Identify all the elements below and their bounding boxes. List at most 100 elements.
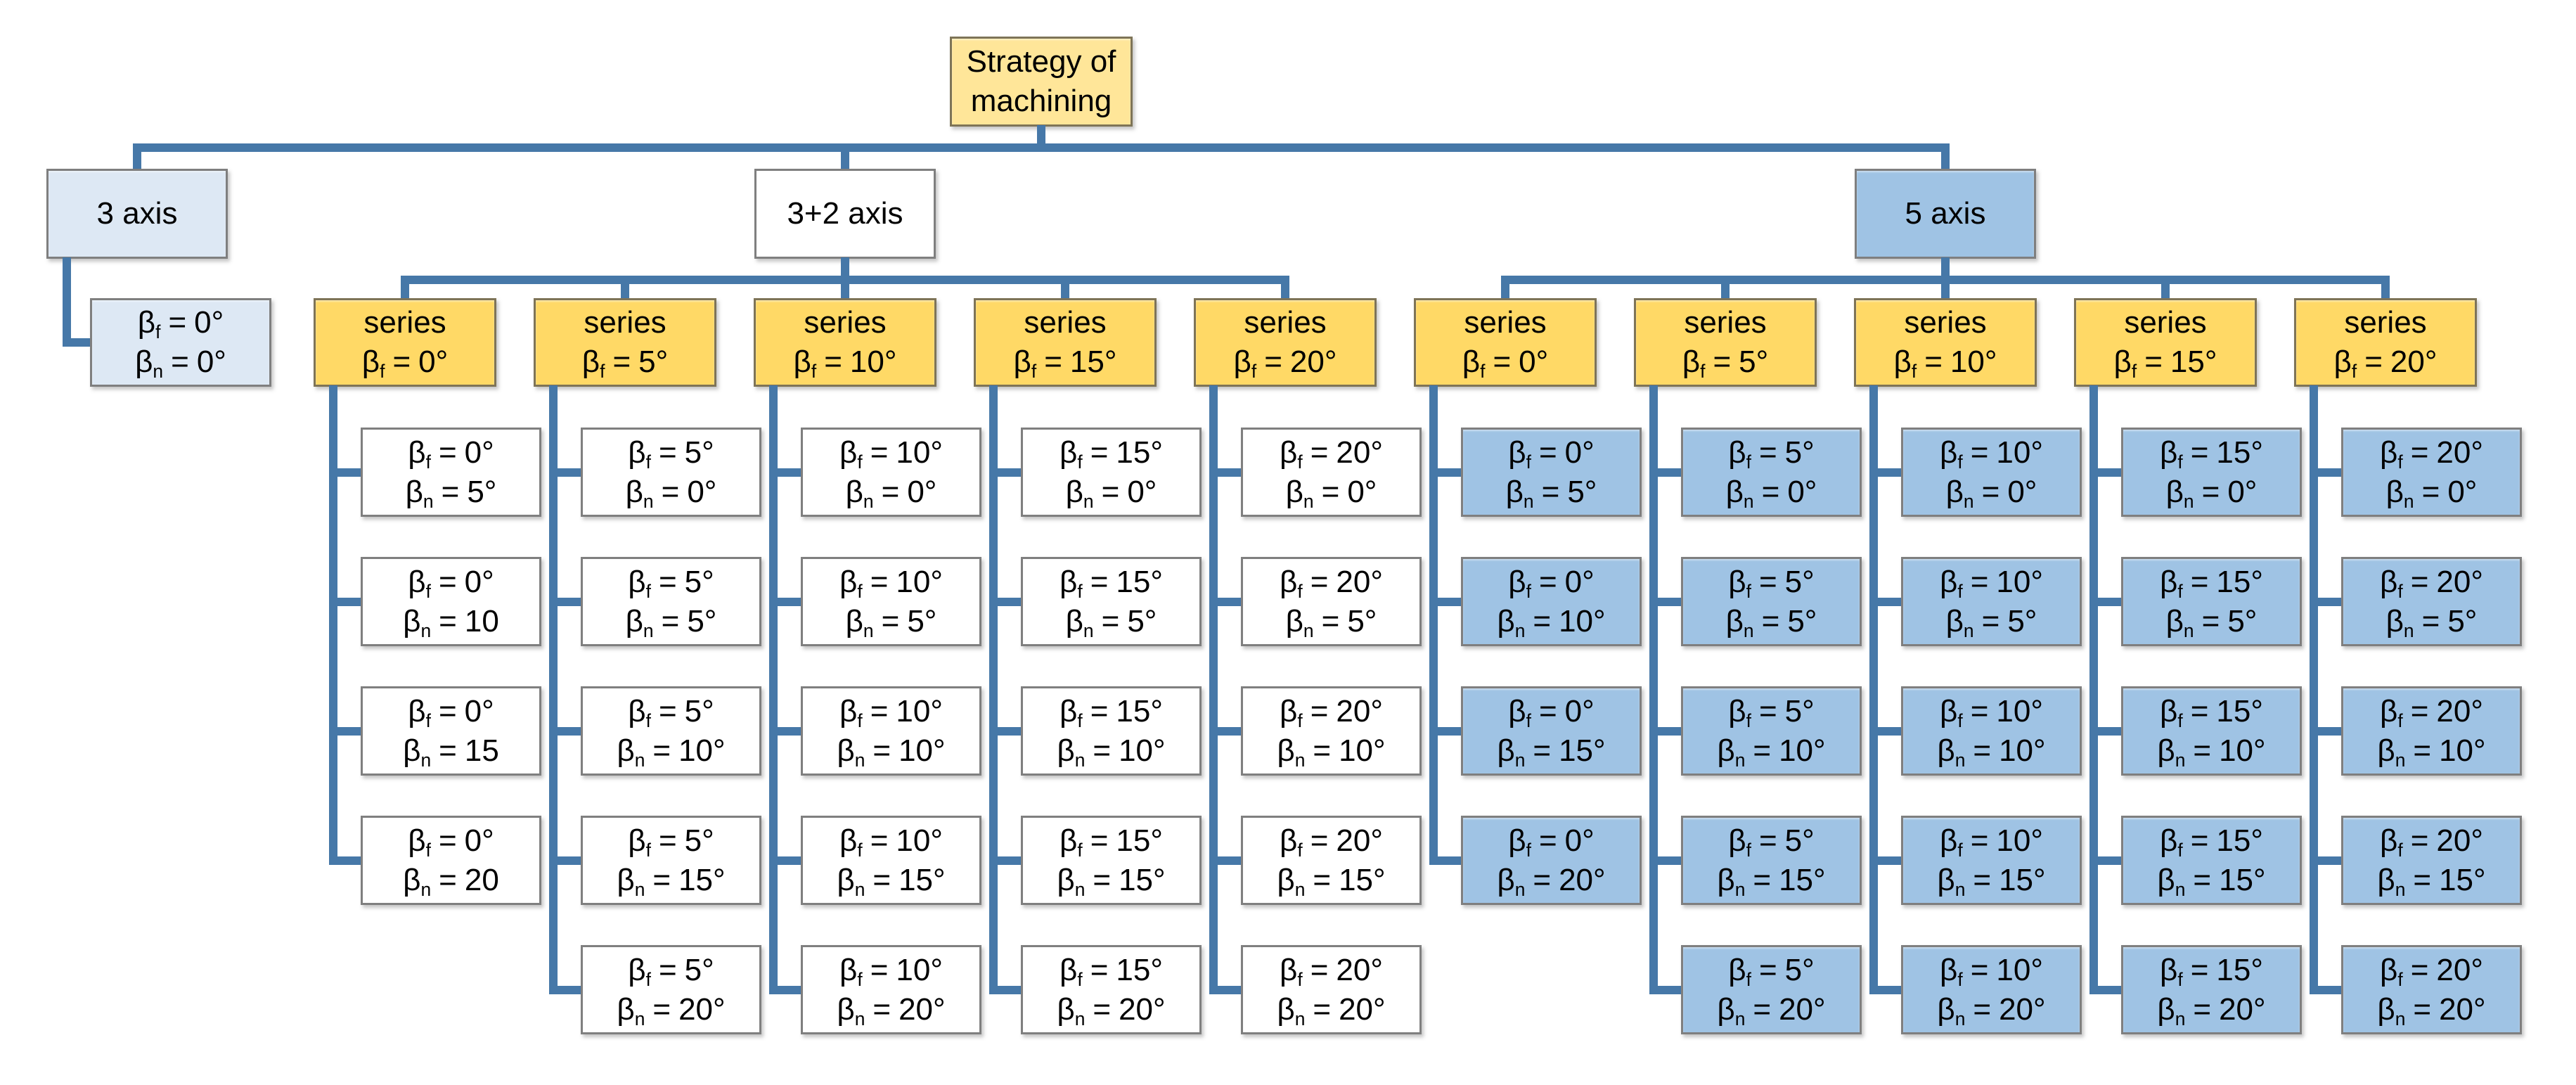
subscript-n: n (1074, 878, 1086, 900)
subscript-f: f (1251, 360, 1257, 382)
child-box-g2-c5-r1: βf=20°βn=0° (2341, 428, 2522, 517)
angle-value: 5° (467, 474, 497, 509)
angle-value: 0° (1127, 474, 1157, 509)
equals-sign: = (881, 474, 900, 509)
beta-symbol: β (1280, 564, 1298, 599)
beta-line: βf=15° (1060, 951, 1163, 990)
beta-line: βf=20° (1234, 342, 1337, 382)
connector-column-vertical-g1-c3 (769, 385, 778, 994)
angle-value: 20° (1779, 991, 1826, 1027)
equals-sign: = (872, 991, 891, 1027)
beta-symbol: β (839, 693, 858, 728)
connector-drop-3plus2axis (841, 149, 849, 172)
child-box-g2-c4-r4: βf=15°βn=15° (2121, 816, 2302, 905)
node-3plus2-axis: 3+2 axis (754, 169, 936, 259)
beta-symbol: β (1277, 862, 1295, 897)
angle-value: 20° (678, 991, 726, 1027)
beta-symbol: β (839, 952, 858, 987)
subscript-n: n (643, 619, 654, 641)
equals-sign: = (1533, 733, 1552, 768)
angle-value: 10° (1119, 733, 1166, 768)
angle-value: 15° (2216, 435, 2263, 470)
beta-line: βn=20° (2377, 990, 2485, 1029)
equals-sign: = (881, 603, 900, 638)
beta-line: βf=10° (1940, 563, 2043, 602)
subscript-n: n (2175, 749, 2186, 771)
angle-value: 15° (1999, 862, 2046, 897)
beta-symbol: β (361, 345, 380, 379)
beta-symbol: β (1065, 474, 1083, 509)
angle-value: 0° (2447, 474, 2478, 509)
subscript-f: f (2177, 839, 2183, 861)
beta-line: βn=0° (1946, 473, 2037, 512)
beta-line: βn=5° (1066, 602, 1157, 641)
subscript-n: n (2175, 1008, 2186, 1029)
child-box-g1-c2-r1: βf=5°βn=0° (581, 428, 761, 517)
subscript-n: n (1954, 1008, 1966, 1029)
connector-child-stub-g2-c2-r3 (1654, 726, 1689, 736)
equals-sign: = (2410, 952, 2429, 987)
connector-child-stub-g2-c2-r4 (1654, 856, 1689, 865)
connector-child-stub-g2-c1-r4 (1434, 856, 1469, 865)
beta-line: βf=20° (2380, 951, 2483, 990)
subscript-n: n (420, 749, 432, 771)
child-box-g2-c5-r2: βf=20°βn=5° (2341, 557, 2522, 646)
subscript-f: f (1077, 451, 1083, 473)
beta-line: βf=0° (408, 563, 494, 602)
connector-child-stub-g1-c3-r2 (773, 597, 809, 606)
connector-column-vertical-g2-c5 (2310, 385, 2318, 994)
subscript-f: f (857, 451, 863, 473)
beta-line: βn=20° (1717, 990, 1825, 1029)
beta-line: βn=10° (2377, 731, 2485, 771)
beta-line: βn=5° (1286, 602, 1377, 641)
series-label: series (363, 305, 446, 340)
beta-symbol: β (2380, 823, 2398, 858)
connector-child-stub-g1-c3-r5 (773, 985, 809, 994)
beta-line: βf=20° (1280, 821, 1383, 861)
angle-value: 10° (678, 733, 726, 768)
connector-drop-3axis (133, 149, 141, 172)
subscript-f: f (1526, 710, 1531, 731)
equals-sign: = (652, 991, 671, 1027)
subscript-n: n (1954, 749, 1966, 771)
beta-line: βf=5° (628, 692, 714, 731)
angle-value: 20° (1999, 991, 2046, 1027)
angle-value: 10° (896, 435, 943, 470)
equals-sign: = (1310, 564, 1329, 599)
angle-value: 0° (1564, 435, 1595, 470)
angle-value: 20° (1559, 862, 1606, 897)
subscript-f: f (857, 710, 863, 731)
angle-value: 5° (1739, 345, 1769, 379)
node-5-axis-label: 5 axis (1905, 196, 1986, 231)
connector-child-stub-g2-c4-r5 (2094, 985, 2129, 994)
child-box-g1-c2-r5: βf=5°βn=20° (581, 945, 761, 1034)
beta-line: βf=15° (1060, 821, 1163, 861)
subscript-f: f (645, 839, 651, 861)
equals-sign: = (652, 733, 671, 768)
connector-child-stub-g1-c1-r3 (333, 726, 368, 736)
angle-value: 0° (1519, 345, 1549, 379)
root-label-line1: Strategy of (966, 44, 1116, 79)
connector-child-stub-g2-c5-r2 (2314, 597, 2349, 606)
beta-line: βf=20° (1280, 563, 1383, 602)
connector-child-stub-g1-c5-r4 (1213, 856, 1249, 865)
beta-line: βf=10° (1894, 342, 1997, 382)
subscript-f: f (1746, 839, 1751, 861)
subscript-f: f (1077, 839, 1083, 861)
subscript-f: f (1077, 968, 1083, 990)
root-node-strategy-of-machining: Strategy of machining (950, 37, 1133, 127)
beta-symbol: β (625, 603, 643, 638)
angle-value: 20° (2436, 564, 2483, 599)
subscript-n: n (1514, 619, 1526, 641)
beta-line: βf=0° (1508, 563, 1594, 602)
equals-sign: = (168, 305, 187, 340)
beta-line: βn=0° (846, 473, 937, 512)
angle-value: 10 (464, 603, 499, 638)
beta-symbol: β (2380, 693, 2398, 728)
angle-value: 0° (464, 564, 494, 599)
connector-3plus2-down-stub (841, 257, 849, 278)
equals-sign: = (1533, 862, 1552, 897)
subscript-n: n (634, 1008, 645, 1029)
equals-sign: = (872, 862, 891, 897)
